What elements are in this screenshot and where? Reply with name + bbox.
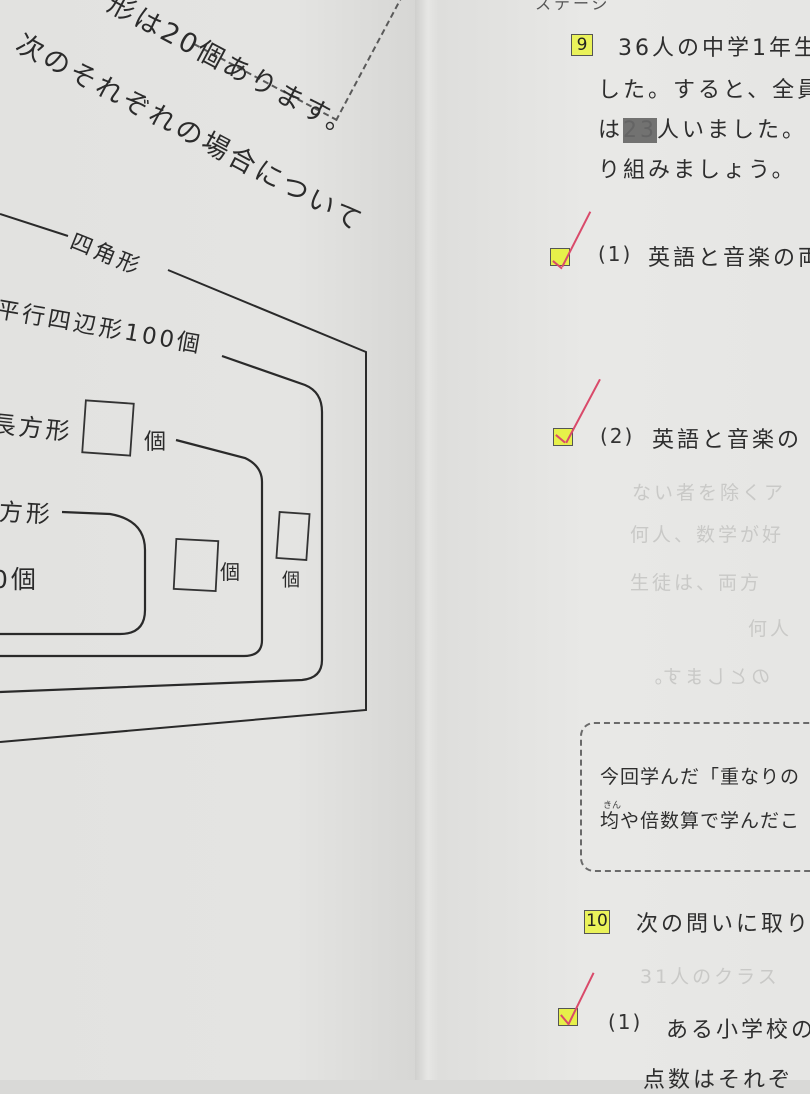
label-rectangle: 長方形 [0,409,74,447]
q9-line2: した。すると、全員 [598,78,810,103]
q9-2-checkbox[interactable] [553,428,573,446]
label-rectangle-unit: 個 [144,430,170,455]
q9-line3-suffix: 人いました。こ [657,118,810,143]
callout-line2: 均や倍数算で学んだこ [600,810,801,832]
q10-1-text: ある小学校の [666,1018,810,1043]
book-gutter [415,0,441,1080]
page-header-fragment: ステージ [535,0,611,13]
question-9-number: 9 [571,34,593,56]
q10-line1: 次の問いに取り [636,912,810,937]
q9-struck-number: 23 [623,118,658,143]
bleed-text: 生徒は、両方 [630,572,763,594]
label-square: 方形 [0,497,54,529]
q10-1-number: (1) [608,1010,643,1034]
label-rect-region-unit: 個 [220,560,243,584]
q9-1-number: (1) [598,242,633,266]
q9-1-text: 英語と音楽の両 [648,246,810,271]
bleed-text: のとします。 [640,666,771,688]
q9-line3: は23人いました。こ [598,112,810,144]
right-page [438,0,810,1080]
bleed-text: 何人 [748,618,793,640]
bleed-text: 何人、数学が好 [630,524,785,546]
venn-diagram [0,213,367,743]
q9-line1: 36人の中学1年生 [618,36,810,61]
q9-2-text: 英語と音楽の [652,428,803,453]
q9-line4: り組みましょう。 [598,158,797,183]
bleed-text: 31人のクラス [640,966,780,988]
label-square-count: 0個 [0,565,39,594]
bleed-text: ない者を除くア [632,482,787,504]
label-parallelogram-region-unit: 個 [282,570,303,591]
q9-line3-prefix: は [598,118,624,143]
callout-line1: 今回学んだ「重なりの [600,766,801,788]
dashed-callout-box [580,722,810,872]
q10-1-line2: 点数はそれぞ [643,1068,794,1093]
question-10-number: 10 [584,910,610,934]
q9-2-number: (2) [600,424,635,448]
callout-ruby: きん [603,801,622,811]
